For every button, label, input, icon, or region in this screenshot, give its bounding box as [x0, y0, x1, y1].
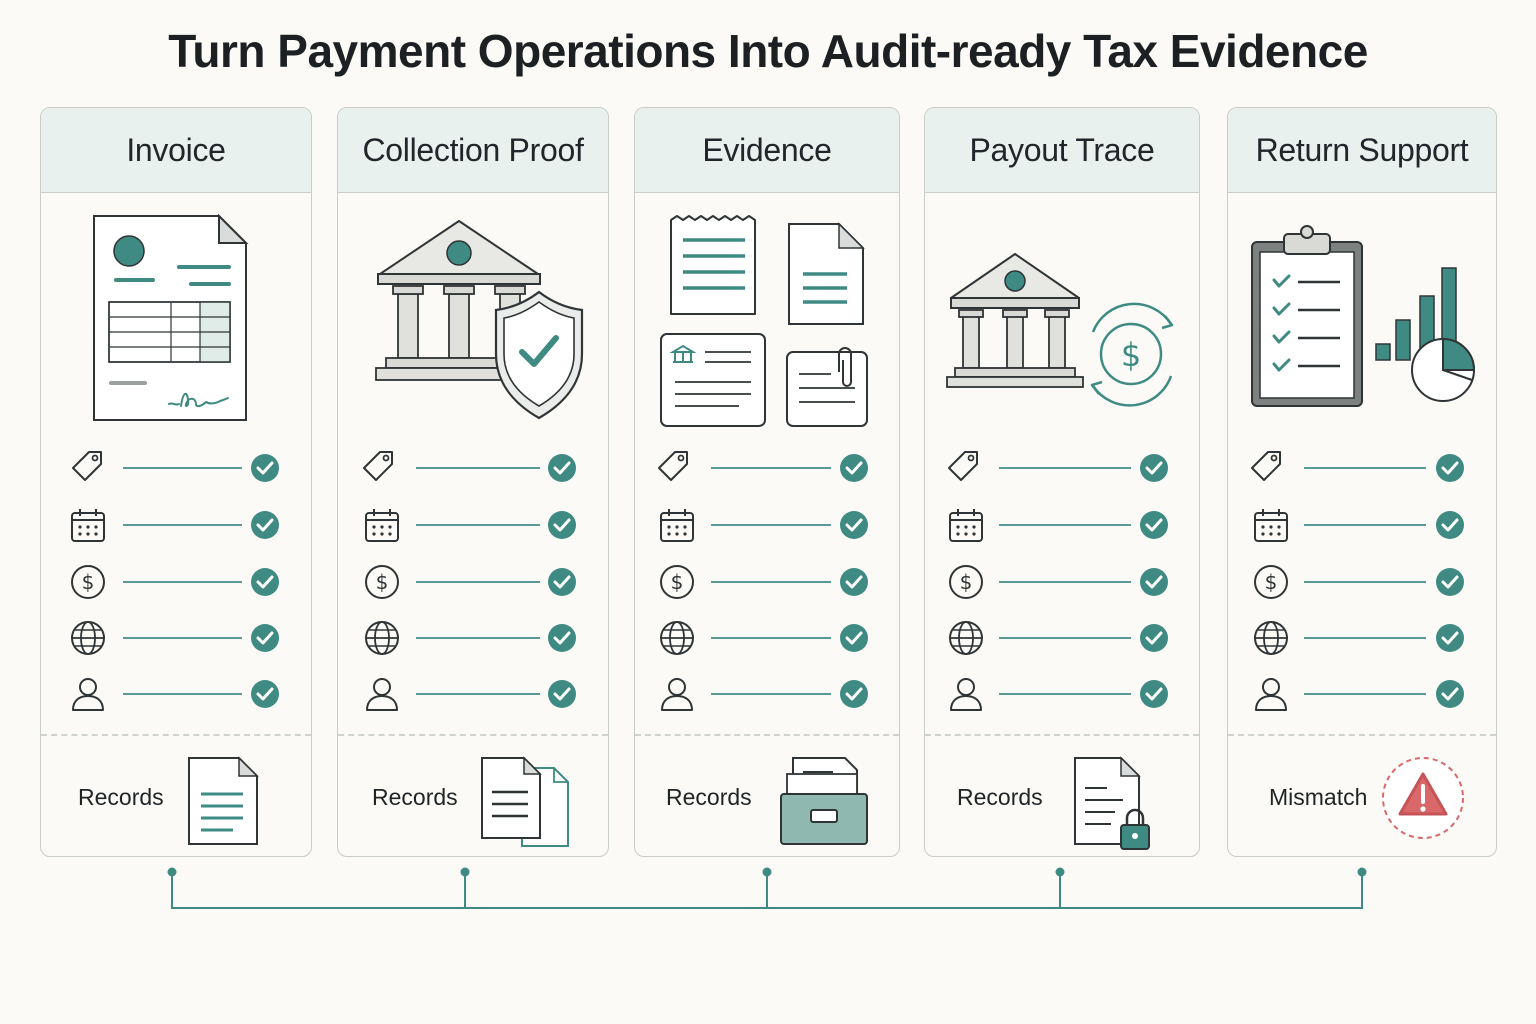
- checklist-row-globe: [338, 618, 608, 658]
- svg-text:$: $: [960, 570, 973, 594]
- card-title: Return Support: [1228, 108, 1496, 193]
- footer-label: Records: [78, 784, 164, 810]
- svg-text:$: $: [1121, 336, 1141, 374]
- card-collection-proof: Collection Proof $: [337, 107, 609, 857]
- checklist-row-user: [925, 674, 1199, 714]
- divider: [1228, 734, 1496, 736]
- card-title: Evidence: [635, 108, 899, 193]
- divider: [41, 734, 311, 736]
- checklist-row-user: [41, 674, 311, 714]
- svg-text:$: $: [82, 570, 95, 594]
- card-return-support: Return Support: [1227, 107, 1497, 857]
- checklist-row-calendar: [925, 505, 1199, 545]
- footer-label: Records: [957, 784, 1043, 810]
- card-title: Collection Proof: [338, 108, 608, 193]
- checklist-row-globe: [41, 618, 311, 658]
- checklist-row-calendar: [41, 505, 311, 545]
- file-cabinet-icon: [780, 757, 868, 845]
- card-invoice: Invoice $: [40, 107, 312, 857]
- checklist-row-globe: [635, 618, 899, 658]
- divider: [635, 734, 899, 736]
- card-evidence: Evidence: [634, 107, 900, 857]
- footer-label: Records: [372, 784, 458, 810]
- evidence-documents-icon: [635, 194, 899, 434]
- checklist-row-globe: [925, 618, 1199, 658]
- warning-icon: [1382, 757, 1464, 839]
- checklist-row-dollar: $: [925, 562, 1199, 602]
- checklist-row-tag: [41, 448, 311, 488]
- bank-payout-icon: $: [925, 194, 1199, 434]
- clipboard-chart-icon: [1228, 194, 1496, 434]
- checklist-row-tag: [635, 448, 899, 488]
- footer-label: Mismatch: [1269, 784, 1368, 810]
- documents-stack-icon: [481, 756, 569, 847]
- svg-text:$: $: [1265, 570, 1278, 594]
- footer-label: Records: [666, 784, 752, 810]
- checklist-row-globe: [1228, 618, 1496, 658]
- flow-connector: [167, 867, 1367, 909]
- svg-text:$: $: [671, 570, 684, 594]
- card-payout-trace: Payout Trace $ $: [924, 107, 1200, 857]
- card-title: Payout Trace: [925, 108, 1199, 193]
- checklist-row-user: [338, 674, 608, 714]
- checklist-row-calendar: [338, 505, 608, 545]
- page-title: Turn Payment Operations Into Audit-ready…: [168, 25, 1368, 77]
- checklist-row-dollar: $: [635, 562, 899, 602]
- checklist-row-calendar: [635, 505, 899, 545]
- invoice-document-icon: [41, 194, 311, 434]
- checklist-row-dollar: $: [338, 562, 608, 602]
- checklist-row-user: [635, 674, 899, 714]
- checklist-row-tag: [338, 448, 608, 488]
- bank-shield-icon: [338, 194, 608, 434]
- card-title: Invoice: [41, 108, 311, 193]
- divider: [338, 734, 608, 736]
- checklist-row-user: [1228, 674, 1496, 714]
- checklist-row-dollar: $: [1228, 562, 1496, 602]
- document-icon: [188, 756, 259, 845]
- locked-document-icon: [1074, 756, 1150, 850]
- checklist-row-tag: [1228, 448, 1496, 488]
- checklist-row-tag: [925, 448, 1199, 488]
- checklist-row-dollar: $: [41, 562, 311, 602]
- checklist-row-calendar: [1228, 505, 1496, 545]
- divider: [925, 734, 1199, 736]
- svg-text:$: $: [376, 570, 389, 594]
